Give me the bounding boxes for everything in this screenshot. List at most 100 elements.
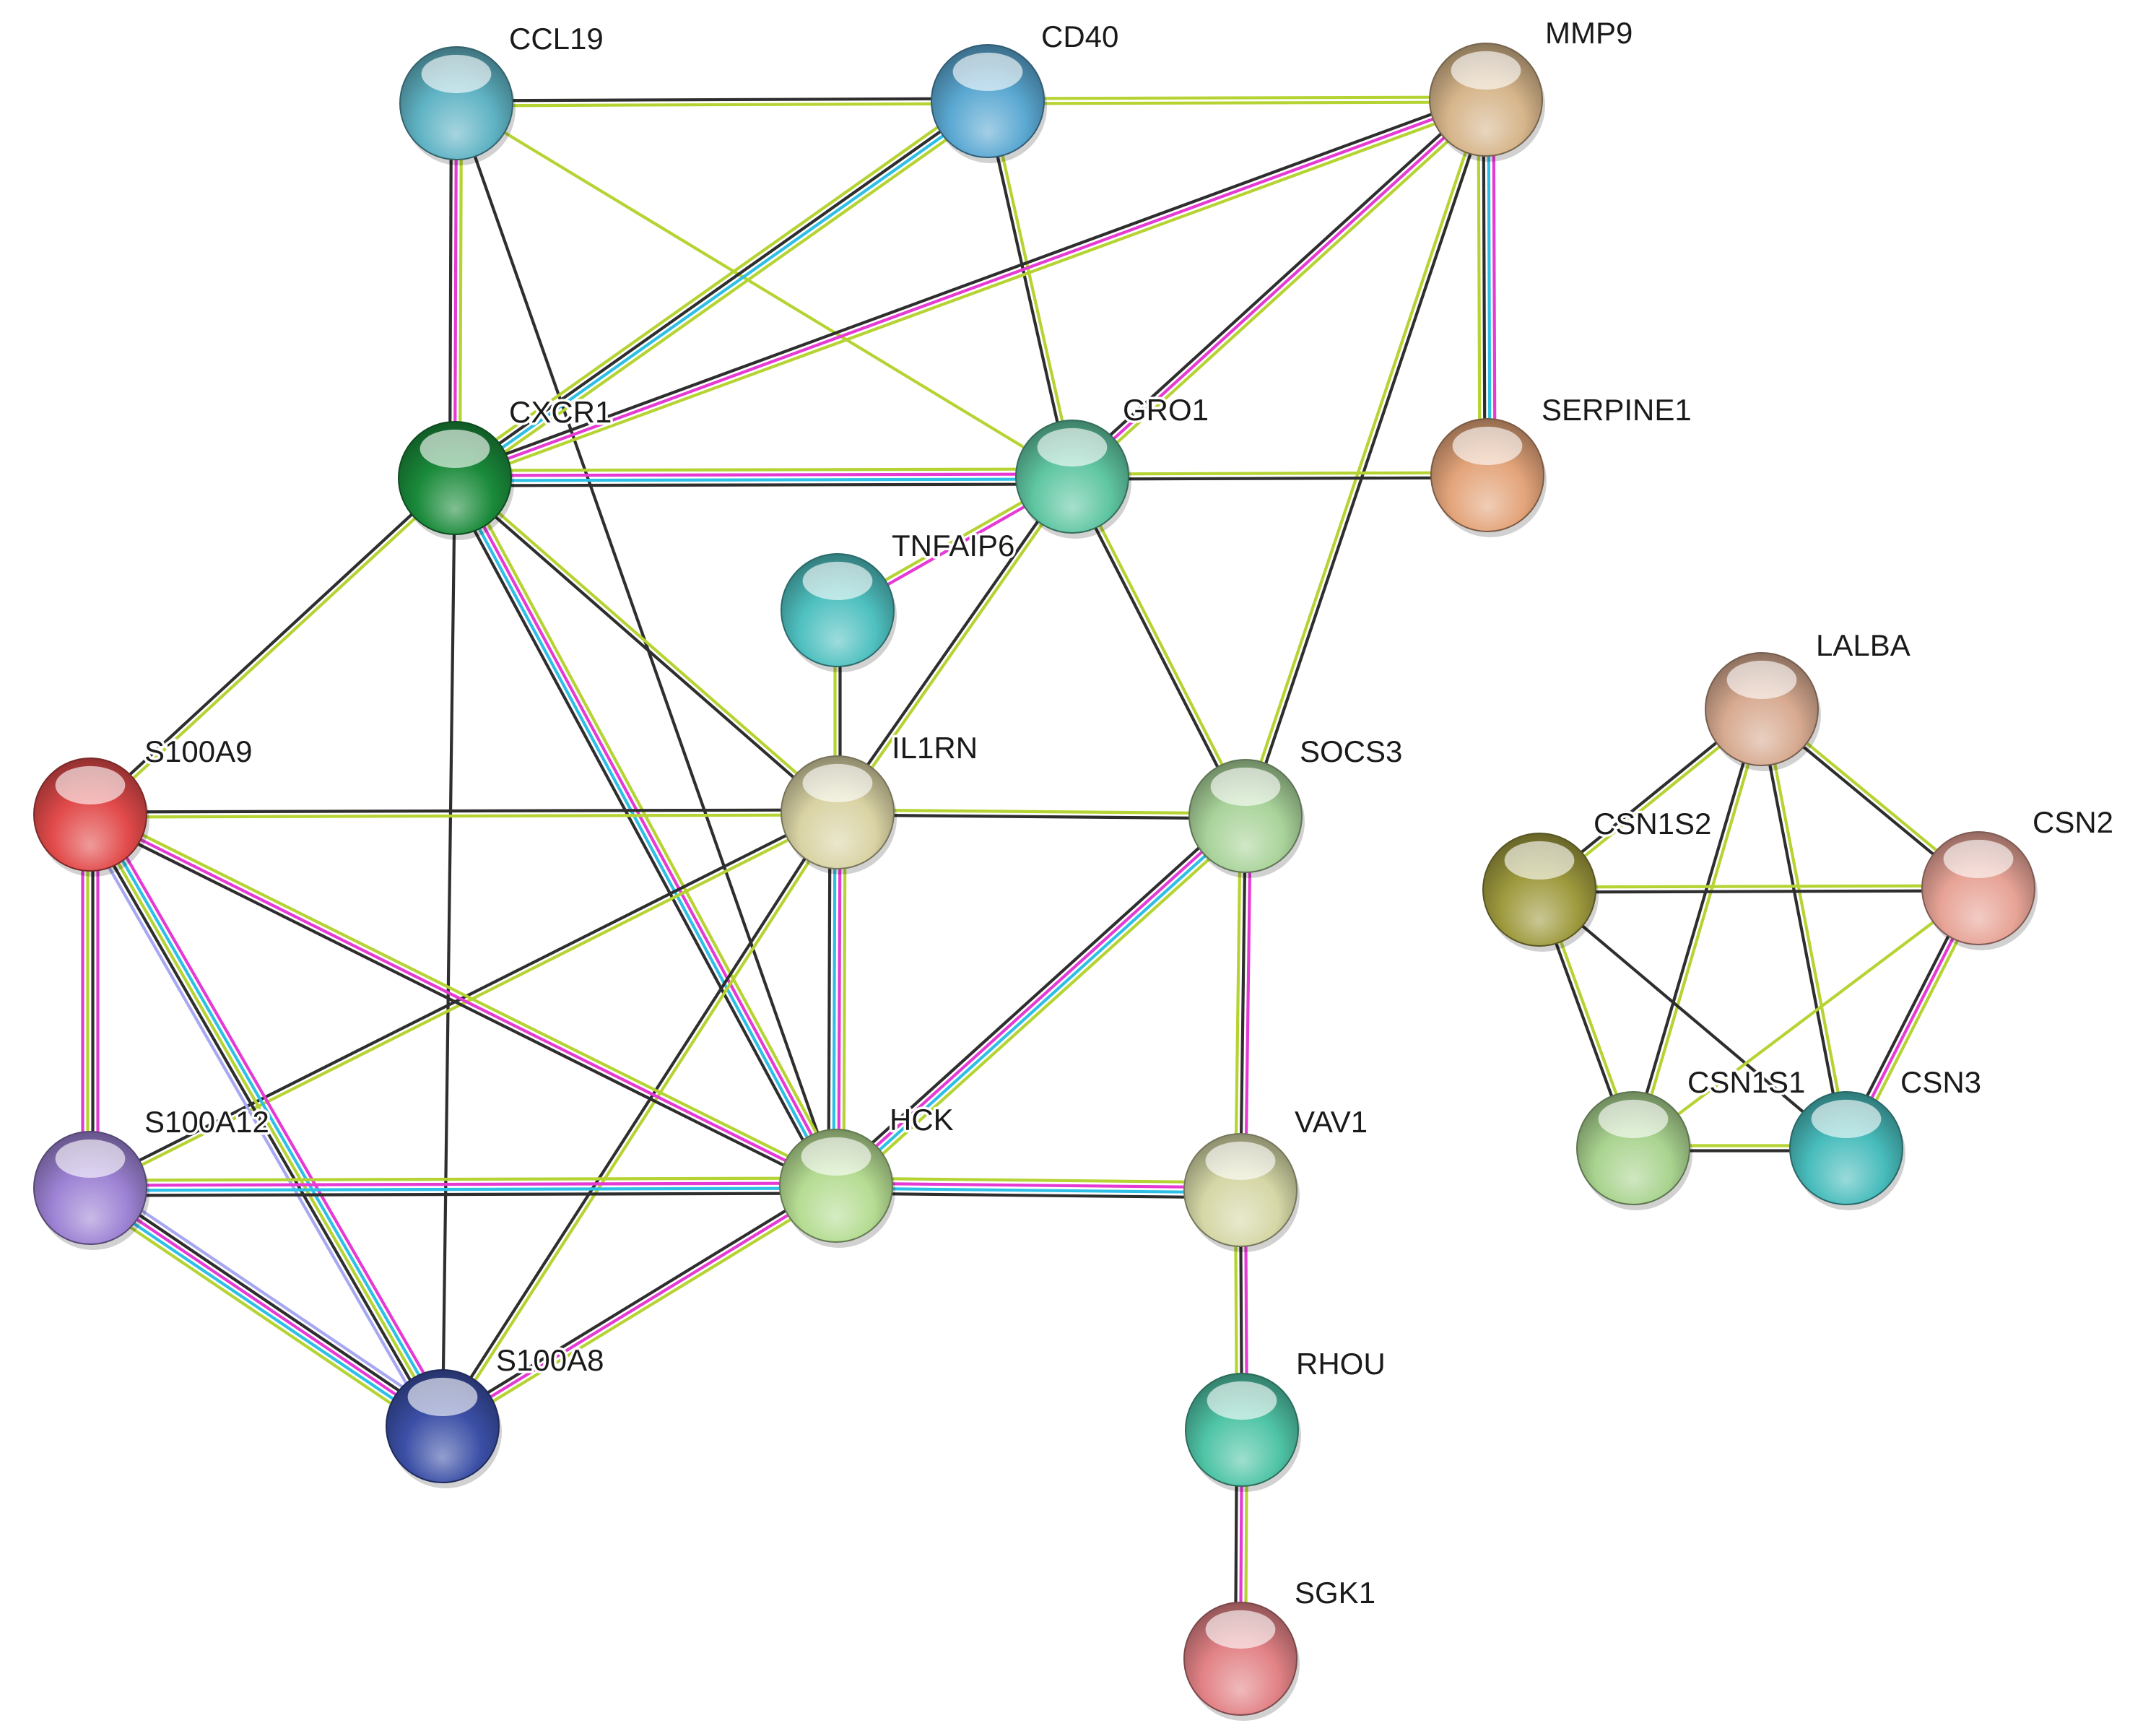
edge-evidence-cyan: [832, 812, 837, 1186]
node-s100a9[interactable]: S100A9: [33, 732, 255, 877]
edge-s100a12-hck[interactable]: [90, 1176, 837, 1197]
node-lalba[interactable]: LALBA: [1705, 626, 1913, 771]
node-highlight: [1811, 1099, 1882, 1138]
edge-csn1s2-csn2[interactable]: [1539, 884, 1979, 894]
edge-s100a9-s100a8[interactable]: [80, 808, 453, 1433]
node-il1rn[interactable]: IL1RN: [781, 729, 981, 874]
node-s100a12[interactable]: S100A12: [33, 1103, 271, 1250]
edge-cxcr1-s100a9[interactable]: [87, 474, 458, 818]
edge-cxcr1-hck[interactable]: [446, 474, 845, 1190]
node-sgk1[interactable]: SGK1: [1183, 1574, 1378, 1721]
edge-evidence-yellow-green: [838, 808, 1246, 815]
edge-evidence-cyan: [455, 102, 991, 482]
edge-evidence-yellow-green: [443, 812, 841, 1429]
edge-cxcr1-s100a8[interactable]: [440, 477, 457, 1427]
edge-evidence-magenta: [90, 813, 837, 1187]
edge-evidence-black: [1539, 889, 1979, 894]
edge-cxcr1-il1rn[interactable]: [452, 474, 840, 816]
node-highlight: [1943, 839, 2014, 878]
edge-evidence-magenta: [1243, 816, 1253, 1191]
edge-ccl19-cd40[interactable]: [456, 97, 988, 108]
edge-il1rn-socs3[interactable]: [837, 808, 1246, 820]
node-socs3[interactable]: SOCS3: [1188, 732, 1405, 878]
edge-cd40-gro1[interactable]: [983, 100, 1077, 478]
edge-gro1-serpine1[interactable]: [1072, 471, 1488, 481]
node-highlight: [1205, 1141, 1276, 1180]
edge-gro1-socs3[interactable]: [1069, 474, 1249, 818]
node-label-s100a9: S100A9: [144, 734, 252, 768]
node-serpine1[interactable]: SERPINE1: [1430, 391, 1694, 537]
node-highlight: [1504, 841, 1575, 880]
edge-cxcr1-gro1[interactable]: [454, 467, 1073, 487]
node-gro1[interactable]: GRO1: [1015, 391, 1212, 539]
edge-lalba-csn1s1[interactable]: [1629, 708, 1766, 1150]
edge-lalba-csn3[interactable]: [1757, 708, 1851, 1150]
edge-evidence-magenta: [836, 1181, 1241, 1189]
edge-evidence-yellow-green: [456, 102, 988, 108]
edge-cd40-mmp9[interactable]: [987, 95, 1487, 105]
node-csn2[interactable]: CSN2: [1921, 803, 2116, 950]
edge-evidence-yellow-green: [1074, 102, 1491, 482]
edge-ccl19-cxcr1[interactable]: [448, 103, 464, 479]
node-highlight: [952, 52, 1023, 91]
node-csn1s2[interactable]: CSN1S2: [1482, 804, 1714, 952]
edge-evidence-black: [452, 479, 838, 816]
edge-evidence-black: [439, 1180, 835, 1423]
edge-csn1s2-csn3[interactable]: [1538, 888, 1848, 1150]
edge-evidence-black: [834, 474, 1072, 812]
edge-mmp9-gro1[interactable]: [1067, 95, 1491, 482]
edge-evidence-yellow-green: [90, 479, 458, 818]
node-highlight: [1037, 428, 1108, 466]
edge-mmp9-cxcr1[interactable]: [452, 93, 1489, 485]
edge-evidence-yellow-green: [838, 477, 1076, 815]
node-rhou[interactable]: RHOU: [1185, 1345, 1388, 1492]
edge-evidence-black: [1246, 100, 1490, 817]
node-ccl19[interactable]: CCL19: [399, 19, 606, 165]
node-label-vav1: VAV1: [1295, 1105, 1368, 1139]
node-tnfaip6[interactable]: TNFAIP6: [781, 526, 1017, 672]
edge-s100a12-s100a8[interactable]: [83, 1178, 450, 1436]
node-highlight: [1598, 1099, 1669, 1138]
edge-ccl19-gro1[interactable]: [455, 102, 1074, 478]
node-cd40[interactable]: CD40: [931, 17, 1121, 163]
node-label-socs3: SOCS3: [1300, 734, 1402, 768]
edge-evidence-yellow-green: [1241, 98, 1485, 816]
edge-evidence-yellow-green: [1073, 474, 1249, 816]
edge-evidence-black: [90, 1192, 837, 1197]
edge-s100a9-s100a12[interactable]: [81, 815, 100, 1188]
edge-ccl19-hck[interactable]: [455, 103, 838, 1186]
edge-evidence-black: [439, 810, 837, 1426]
node-hck[interactable]: HCK: [779, 1101, 956, 1248]
edge-evidence-cyan: [1487, 99, 1492, 475]
edge-il1rn-s100a8[interactable]: [439, 810, 841, 1429]
edge-evidence-yellow-green: [1634, 709, 1766, 1150]
edge-evidence-magenta: [441, 1184, 838, 1428]
edge-evidence-cyan: [90, 1186, 837, 1192]
edge-socs3-vav1[interactable]: [1233, 815, 1253, 1191]
node-cxcr1[interactable]: CXCR1: [398, 393, 614, 540]
edge-socs3-hck[interactable]: [830, 809, 1252, 1193]
edge-evidence-black: [92, 1182, 447, 1423]
edge-il1rn-s100a9[interactable]: [90, 808, 838, 819]
edge-cd40-cxcr1[interactable]: [449, 93, 994, 486]
node-csn3[interactable]: CSN3: [1789, 1063, 1984, 1210]
node-highlight: [1207, 1381, 1277, 1420]
edge-evidence-black: [456, 97, 988, 103]
edge-hck-vav1[interactable]: [835, 1176, 1241, 1199]
edge-evidence-yellow-green: [449, 93, 985, 474]
edge-evidence-yellow-green: [458, 103, 464, 479]
edge-csn2-csn1s1[interactable]: [1632, 887, 1980, 1150]
node-vav1[interactable]: VAV1: [1183, 1103, 1370, 1252]
edge-mmp9-serpine1[interactable]: [1477, 99, 1497, 476]
edge-s100a9-hck[interactable]: [87, 808, 840, 1192]
node-s100a8[interactable]: S100A8: [386, 1341, 607, 1488]
node-mmp9[interactable]: MMP9: [1429, 14, 1635, 162]
edge-hck-s100a8[interactable]: [439, 1180, 840, 1432]
edge-il1rn-hck[interactable]: [827, 812, 847, 1186]
node-label-csn1s1: CSN1S1: [1687, 1065, 1805, 1099]
edge-evidence-yellow-green: [836, 1176, 1241, 1184]
edge-gro1-il1rn[interactable]: [834, 474, 1076, 815]
node-label-gro1: GRO1: [1123, 393, 1209, 427]
node-csn1s1[interactable]: CSN1S1: [1576, 1063, 1808, 1210]
edge-mmp9-socs3[interactable]: [1241, 98, 1490, 817]
